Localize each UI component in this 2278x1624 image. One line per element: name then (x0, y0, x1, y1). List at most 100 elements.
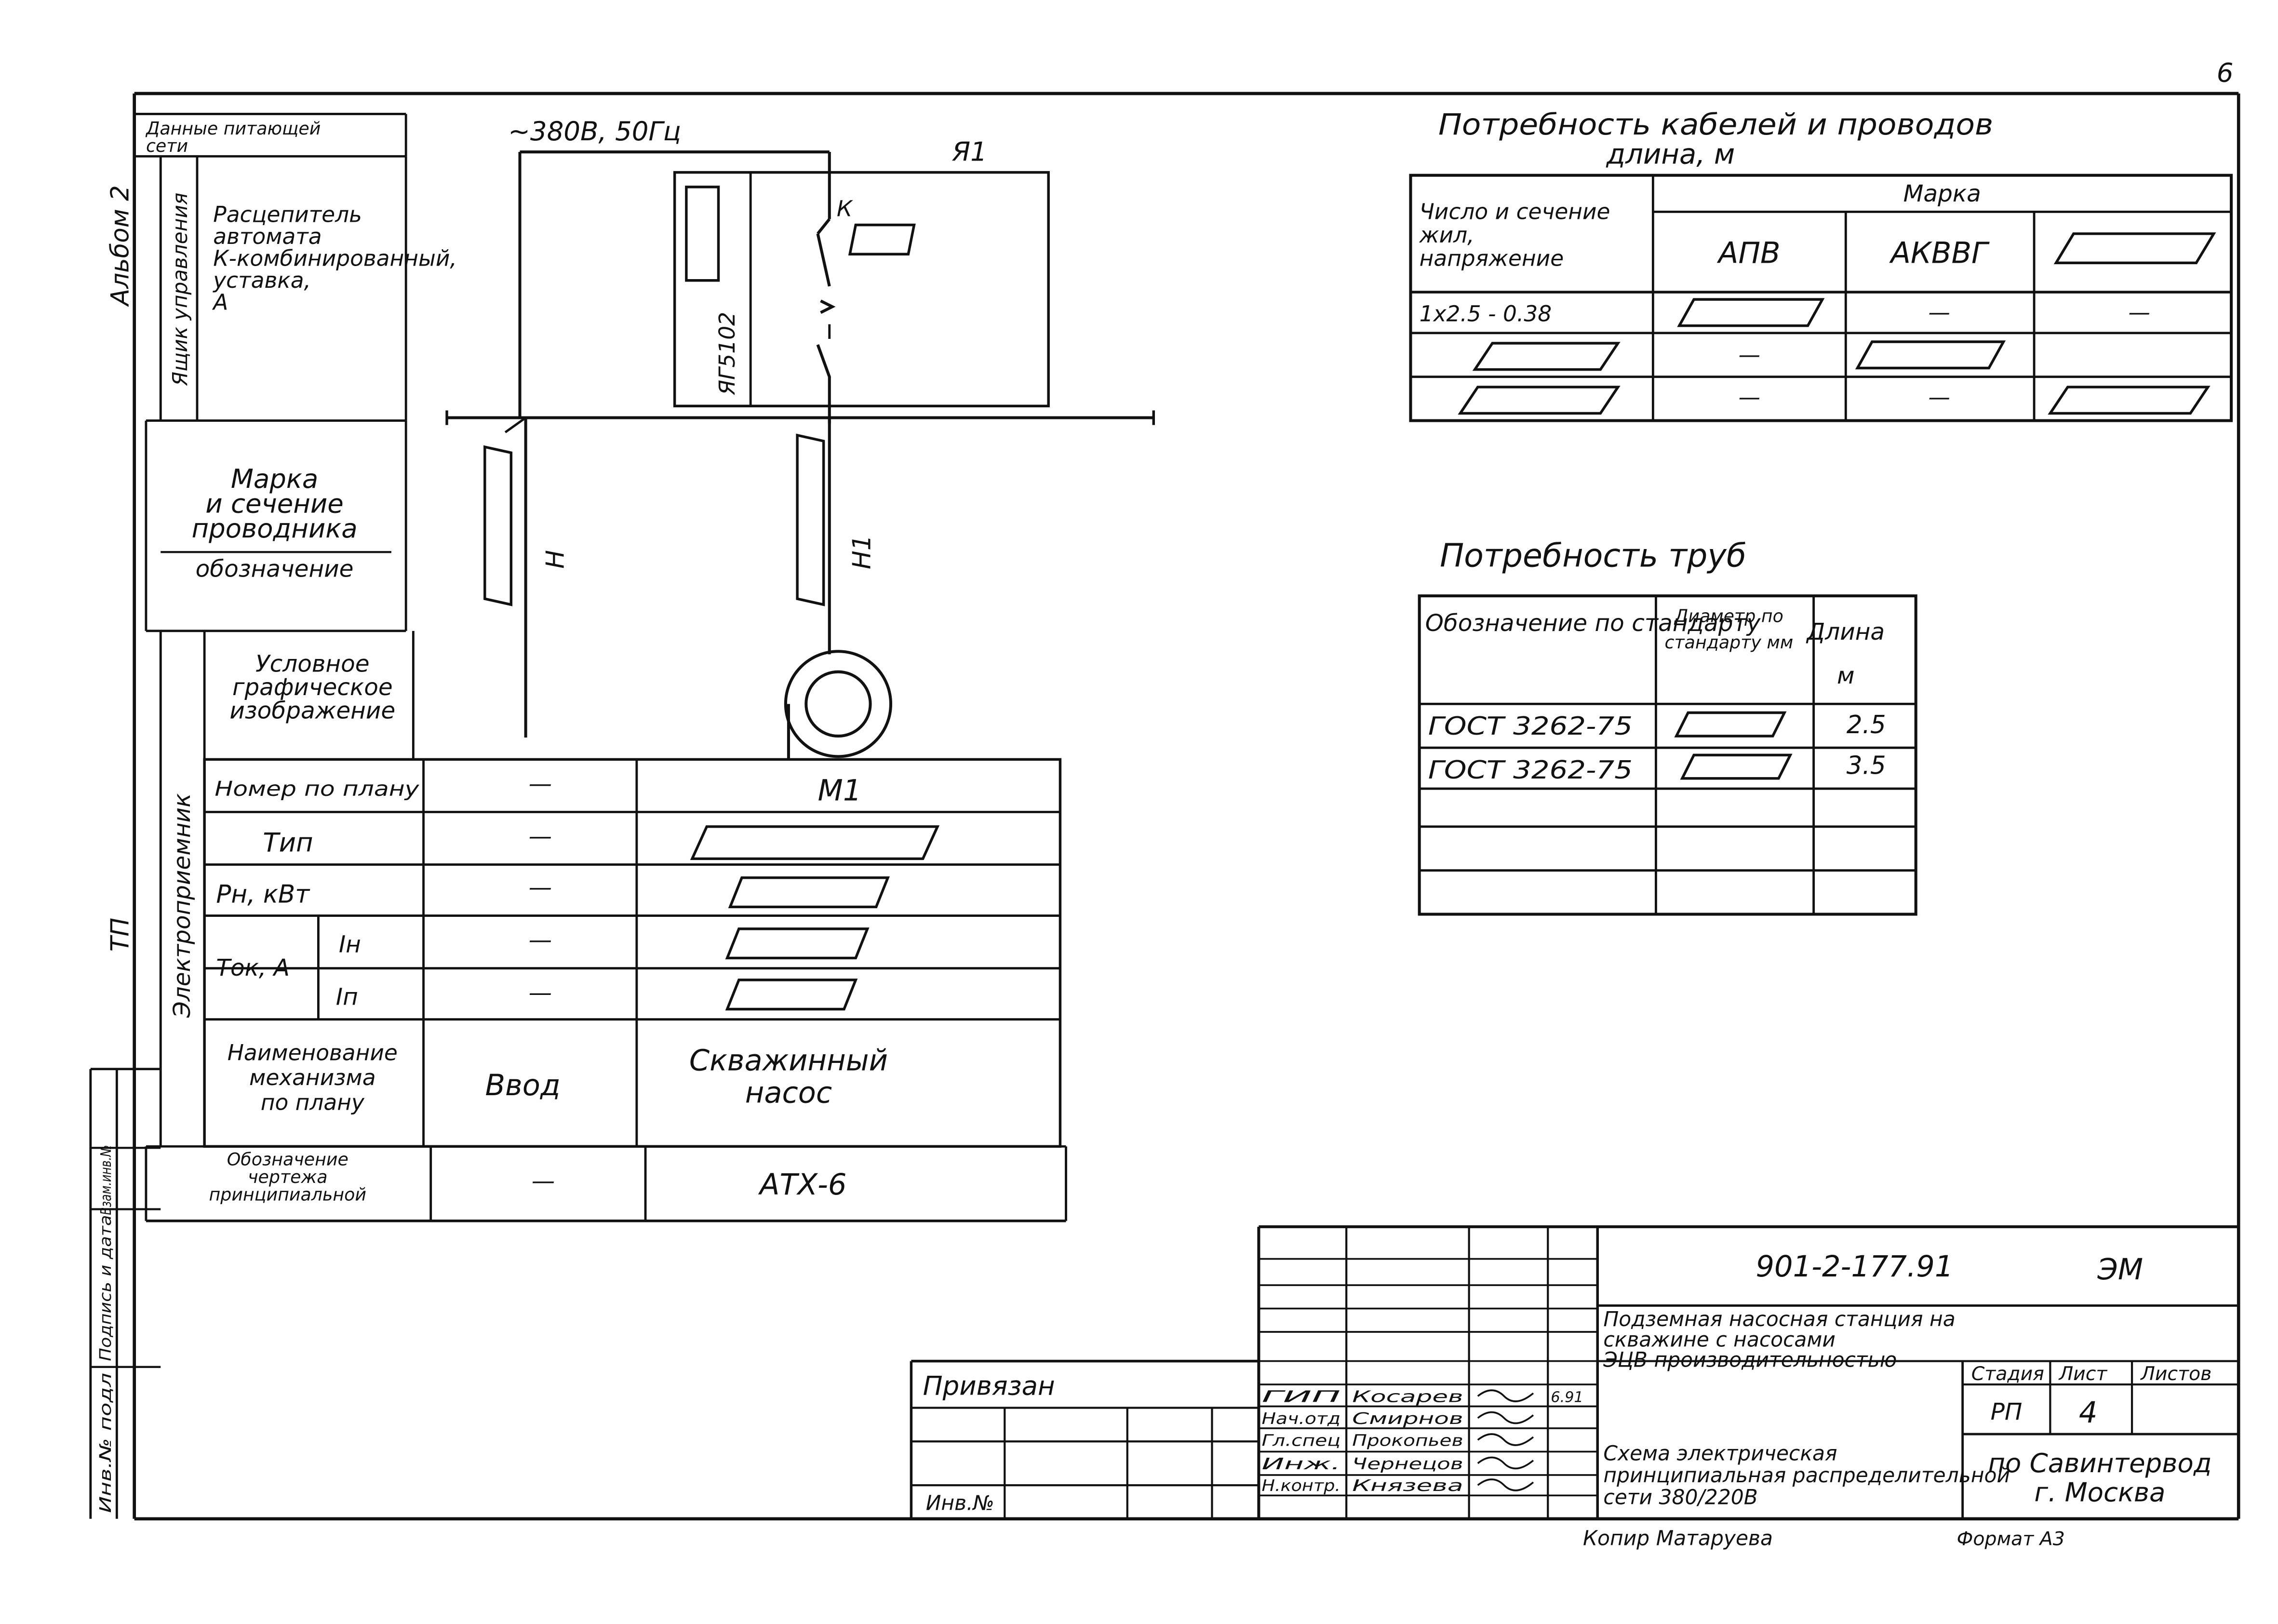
cables-col-head-line: напряжение (1420, 245, 1564, 271)
pipes-head-len: Длина м (1806, 618, 1885, 689)
mechanism-label-line: Наименование (228, 1040, 398, 1066)
cable-in-blank (483, 445, 513, 606)
row2-akvvg-blank (1855, 340, 2006, 370)
row1-akvvg-dash: — (1928, 300, 1950, 325)
row3-col3-blank (2048, 386, 2211, 415)
stage-value: РП (1991, 1398, 2023, 1425)
pump-type-blank (690, 825, 940, 860)
row3-apv-dash: — (1739, 384, 1760, 410)
breaker-row-label-line: уставка, (212, 268, 311, 293)
album-label: Альбом 2 (106, 185, 135, 307)
vzam-inv-label: Взам.инв.№ (98, 1145, 115, 1215)
cable-row1-spec: 1x2.5 - 0.38 (1420, 301, 1552, 327)
project-title-line: скважине с насосами (1603, 1328, 1836, 1352)
pump-power-blank (728, 876, 890, 909)
drawing-title-line: принципиальная распределительной (1603, 1464, 2010, 1488)
supply-voltage-label: ~380В, 50Гц (508, 116, 681, 147)
pipes-title: Потребность труб (1440, 537, 1746, 575)
row2-apv-dash: — (1739, 342, 1760, 367)
drawing-title-line: сети 380/220В (1603, 1486, 1757, 1509)
name-3: Чернецов (1352, 1454, 1463, 1473)
motor-symbol-inner (804, 670, 872, 738)
input-i_nom-dash: — (529, 926, 552, 953)
org-name-line: по Савинтервод (1988, 1448, 2211, 1478)
row3-akvvg-dash: — (1928, 384, 1950, 410)
cables-subtitle: длина, м (1606, 138, 1735, 170)
role-0: ГИП (1261, 1387, 1340, 1406)
symbol-row-label-line: Условное (255, 651, 370, 678)
conductor-sub-label: обозначение (196, 556, 354, 583)
pipes-head-len-line: м (1837, 662, 1855, 689)
signature-1 (1477, 1411, 1534, 1424)
pipe-row1-std: ГОСТ 3262-75 (1428, 712, 1633, 741)
pipe-row2-std: ГОСТ 3262-75 (1428, 756, 1633, 785)
pipe-row2-diam-blank (1680, 753, 1793, 780)
symbol-row-label-line: графическое (232, 674, 393, 701)
signature-3 (1477, 1456, 1534, 1470)
brand-apv: АПВ (1716, 236, 1781, 270)
input-mechanism-value: Ввод (485, 1069, 560, 1102)
pipes-head-diam-line: стандарту мм (1665, 632, 1794, 653)
breaker-label: К (837, 196, 853, 221)
cable-in-label: Н (541, 550, 570, 569)
signature-0 (1477, 1389, 1534, 1402)
breaker-row-label-line: автомата (213, 224, 322, 249)
supply-data-label-line: сети (146, 135, 188, 156)
sheet-head: Лист (2058, 1363, 2108, 1385)
name-1: Смирнов (1352, 1409, 1463, 1428)
breaker-row-label-line: Расцепитель (213, 202, 362, 228)
pump-istart-blank (725, 979, 858, 1011)
sheet-value: 4 (2079, 1396, 2098, 1430)
role-4: Н.контр. (1261, 1476, 1340, 1495)
breaker-contact-2 (816, 344, 831, 424)
pump-drawing-ref-value: АТХ-6 (758, 1168, 846, 1202)
current-label: Ток, А (216, 954, 290, 981)
conductor-row-label-line: и сечение (205, 488, 344, 519)
panel-ya1 (673, 171, 1050, 408)
breaker-row-label-line: К-комбинированный, (213, 245, 457, 271)
copied-label: Копир Матаруева (1583, 1527, 1773, 1550)
pump-inom-blank (725, 927, 870, 960)
breaker-contact (816, 218, 836, 314)
panel-type-label: ЯГ5102 (714, 312, 740, 396)
inv-podl-label: Инв.№ подл (96, 1373, 115, 1513)
receiver-group-label: Электроприемник (169, 793, 196, 1018)
pipes-table (1418, 594, 1917, 916)
row2-spec-blank (1472, 342, 1621, 371)
drawing-ref-label-line: Обозначение (227, 1149, 348, 1170)
pipes-head-std-line: Обозначение по стандарту (1425, 610, 1761, 637)
section-code: ЭМ (2097, 1253, 2144, 1287)
format-label: Формат А3 (1957, 1528, 2065, 1550)
cables-brand-head: Марка (1903, 180, 1981, 207)
plan-no-label: Номер по плану (214, 778, 419, 801)
pipes-head-std: Обозначение по стандарту (1425, 610, 1761, 637)
mechanism-label-line: по плану (261, 1090, 365, 1115)
input-plan_no-dash: — (529, 770, 552, 797)
role-1: Нач.отд (1261, 1409, 1340, 1428)
signature-4 (1477, 1478, 1534, 1491)
pump-mechanism-value-line: насос (745, 1076, 832, 1110)
project-code: 901-2-177.91 (1756, 1250, 1954, 1284)
pipes-head-len-line: Длина (1806, 618, 1885, 645)
mechanism-label-line: механизма (249, 1065, 375, 1090)
project-title-line: Подземная насосная станция на (1603, 1308, 1955, 1331)
row1-col3-dash: — (2128, 300, 2150, 325)
role-3: Инж. (1261, 1454, 1340, 1473)
breaker-row-label-line: А (212, 289, 228, 315)
project-title-line: ЭЦВ производительностью (1603, 1349, 1897, 1372)
symbol-row-label-line: изображение (229, 698, 395, 725)
cable-in-tick (504, 416, 527, 433)
i-nom-label: Iн (339, 931, 361, 958)
role-2: Гл.спец (1261, 1431, 1340, 1450)
pipe-row1-diam-blank (1674, 711, 1787, 738)
name-2: Прокопьев (1352, 1431, 1463, 1450)
drawing-ref-label-line: принципиальной (209, 1184, 367, 1205)
